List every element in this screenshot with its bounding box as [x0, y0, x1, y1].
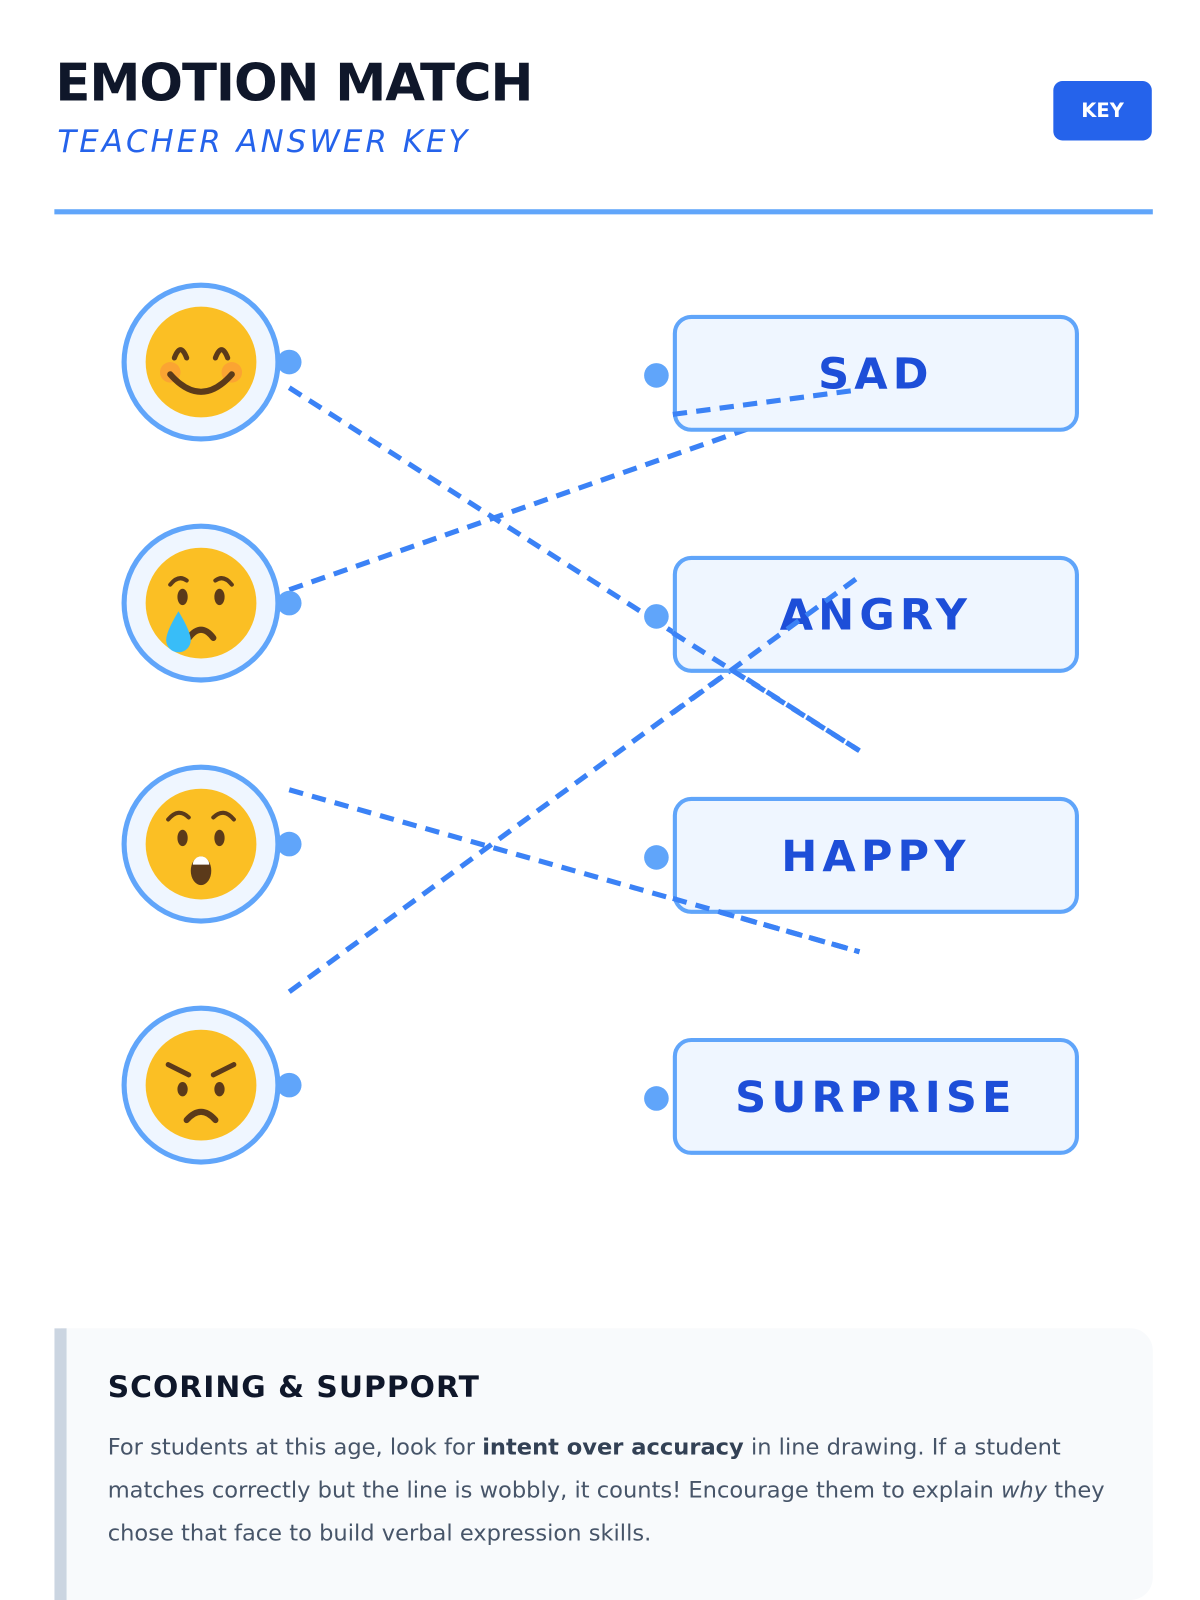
- crying-face-icon: [145, 547, 257, 659]
- face-happy[interactable]: [121, 282, 281, 442]
- page-subtitle: TEACHER ANSWER KEY: [57, 124, 471, 160]
- label-happy[interactable]: HAPPY: [672, 796, 1079, 914]
- scoring-text: For students at this age, look for inten…: [108, 1427, 1112, 1556]
- page-title: EMOTION MATCH: [55, 53, 533, 113]
- label-connector-dot[interactable]: [644, 845, 669, 870]
- scoring-text-part: in line drawing. If a student matches co…: [107, 1434, 1061, 1504]
- face-connector-dot[interactable]: [276, 349, 302, 375]
- face-connector-dot[interactable]: [276, 1072, 302, 1098]
- answer-line-surprise: [288, 787, 861, 955]
- angry-face-icon: [145, 1029, 257, 1141]
- header-divider: [54, 209, 1153, 215]
- scoring-text-part: For students at this age, look for: [107, 1434, 483, 1461]
- scoring-text-part: they chose that face to build verbal exp…: [107, 1477, 1105, 1547]
- label-surprise[interactable]: SURPRISE: [672, 1037, 1079, 1155]
- scoring-italic: why: [1000, 1477, 1048, 1504]
- scoring-emphasis: intent over accuracy: [482, 1434, 744, 1461]
- face-angry[interactable]: [121, 1005, 281, 1165]
- face-surprise[interactable]: [121, 764, 281, 924]
- label-sad[interactable]: SAD: [672, 314, 1079, 432]
- answer-line-happy: [287, 385, 861, 753]
- surprised-face-icon: [145, 788, 257, 900]
- scoring-panel: SCORING & SUPPORT For students at this a…: [54, 1328, 1153, 1600]
- face-connector-dot[interactable]: [276, 831, 302, 857]
- matching-board: [121, 282, 861, 1165]
- label-connector-dot[interactable]: [644, 1086, 669, 1111]
- face-sad[interactable]: [121, 523, 281, 683]
- label-connector-dot[interactable]: [644, 363, 669, 388]
- scoring-heading: SCORING & SUPPORT: [107, 1369, 480, 1405]
- key-button[interactable]: KEY: [1053, 81, 1152, 141]
- smiling-face-icon: [145, 306, 257, 418]
- label-angry[interactable]: ANGRY: [672, 555, 1079, 673]
- face-connector-dot[interactable]: [276, 590, 302, 616]
- label-connector-dot[interactable]: [644, 604, 669, 629]
